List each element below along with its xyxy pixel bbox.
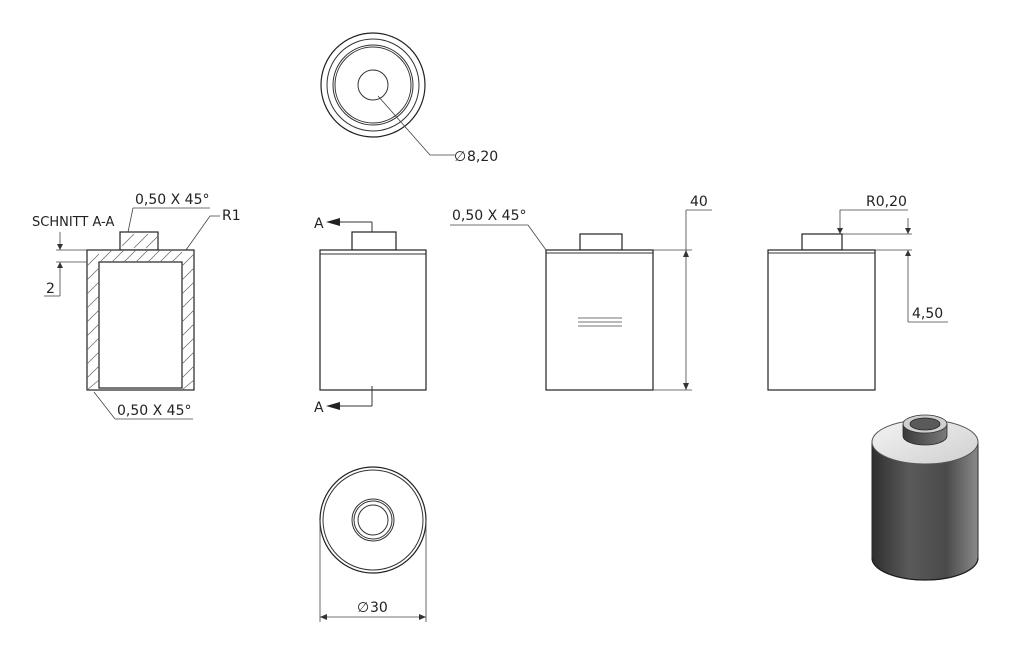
top-view-outer-circle (320, 32, 426, 138)
top-view-inner-circle (332, 44, 414, 126)
cut-label-bottom: A (314, 400, 324, 416)
section-bottom-chamfer-leader (93, 391, 116, 420)
front-view-sectioned: A A (314, 216, 427, 416)
dim-450-label: 4,50 (912, 306, 943, 322)
dim-450-arrowhead-bottom (905, 250, 911, 256)
section-top-chamfer-leader (127, 207, 134, 233)
isometric-view (871, 414, 979, 581)
top-view-inner-circle-2 (334, 46, 412, 124)
r020-arrowhead (837, 228, 843, 234)
section-view: SCHNITT A-A 0,50 X 45° R1 (32, 192, 241, 420)
front-view-2-boss (579, 233, 623, 251)
dim-2-arrowhead-bottom (57, 262, 63, 268)
dim-30-arrowhead-left (320, 614, 327, 620)
front-view-body (319, 249, 427, 391)
iso-body-bottom-edge (871, 557, 979, 581)
r020-leader (839, 209, 908, 234)
section-hatch-top (99, 233, 183, 263)
bore-leader-line (377, 95, 455, 156)
side-view-boss (801, 233, 843, 251)
cut-arrow-top-head (326, 218, 340, 226)
front-view-boss (351, 231, 397, 251)
front-view-dimensioned: 0,50 X 45° 40 (450, 194, 712, 391)
section-hatch-left (86, 253, 100, 391)
bottom-view-boss-chamfer (353, 500, 393, 540)
front-chamfer-leader (450, 224, 547, 251)
section-title: SCHNITT A-A (32, 215, 114, 230)
section-top-chamfer-label: 0,50 X 45° (135, 192, 209, 208)
r020-label: R0,20 (866, 194, 907, 210)
dim-30-arrowhead-right (419, 614, 426, 620)
top-view: ∅ 8,20 (320, 32, 498, 165)
outer-diameter-label: 30 (370, 600, 388, 616)
side-view-body (767, 249, 876, 391)
dim-2-label: 2 (46, 281, 55, 297)
top-view-bore-circle (357, 69, 389, 101)
section-r1-label: R1 (222, 208, 241, 224)
cut-arrow-bottom-head (326, 402, 340, 410)
top-view-chamfer-circle (326, 38, 420, 132)
dim-40-label: 40 (690, 194, 708, 210)
section-bottom-chamfer-label: 0,50 X 45° (117, 403, 191, 419)
front-chamfer-label: 0,50 X 45° (452, 208, 526, 224)
bottom-view: ∅ 30 (319, 466, 427, 622)
section-cavity (98, 261, 183, 389)
dim-2-arrowhead-top (57, 244, 63, 250)
section-hatch-right (181, 253, 195, 391)
bore-diameter-label: 8,20 (467, 149, 498, 165)
iso-bore (909, 417, 941, 431)
section-r1-leader (185, 215, 220, 251)
bottom-view-outer-circle (319, 466, 427, 574)
bottom-view-chamfer-circle (322, 469, 424, 571)
bottom-view-bore (357, 504, 389, 536)
dim-450-arrowhead-top (905, 228, 911, 234)
dim-40-arrowhead-bottom (683, 383, 689, 390)
cut-label-top: A (314, 216, 324, 232)
front-view-2-body (545, 249, 654, 391)
outer-diameter-symbol: ∅ (357, 600, 369, 616)
bore-diameter-symbol: ∅ (454, 149, 466, 165)
section-boss (119, 231, 159, 251)
bottom-view-boss-outer (351, 498, 395, 542)
dim-40-arrowhead-top (683, 250, 689, 257)
side-view: R0,20 4,50 (767, 194, 948, 391)
